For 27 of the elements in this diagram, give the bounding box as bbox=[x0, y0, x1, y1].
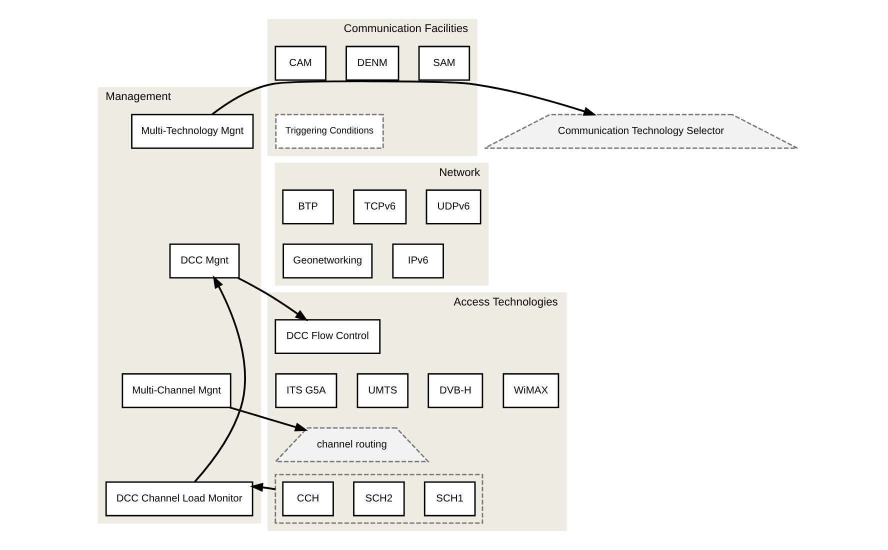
node-box: TCPv6 bbox=[353, 189, 407, 224]
cluster bbox=[274, 474, 484, 524]
arrow bbox=[238, 277, 308, 322]
node-box: DCC Channel Load Monitor bbox=[105, 481, 254, 516]
node-box: UMTS bbox=[356, 373, 409, 408]
node-box: UDPv6 bbox=[426, 189, 482, 224]
node-box: Geonetworking bbox=[282, 244, 373, 278]
node-box: SCH2 bbox=[353, 481, 405, 516]
node-box: CCH bbox=[282, 481, 334, 516]
arrow bbox=[230, 406, 308, 432]
arrow bbox=[250, 482, 276, 492]
node-box: IPv6 bbox=[392, 244, 444, 278]
node-box: DENM bbox=[346, 46, 400, 81]
node-box: WiMAX bbox=[502, 373, 560, 408]
node-box: SAM bbox=[418, 46, 470, 81]
node-box: SCH1 bbox=[424, 481, 476, 516]
node-box: Multi-Technology Mgnt bbox=[131, 114, 254, 149]
node-box: CAM bbox=[274, 46, 326, 81]
arrow bbox=[212, 80, 597, 116]
node-box: DCC Mgnt bbox=[169, 244, 240, 278]
node-box: BTP bbox=[282, 189, 334, 224]
node-box: DCC Flow Control bbox=[274, 319, 381, 354]
node-box: DVB-H bbox=[428, 373, 484, 408]
node-box: Triggering Conditions bbox=[275, 114, 384, 149]
arrow bbox=[194, 275, 246, 482]
node-box: ITS G5A bbox=[275, 373, 338, 408]
node-box: Multi-Channel Mgnt bbox=[122, 373, 232, 408]
